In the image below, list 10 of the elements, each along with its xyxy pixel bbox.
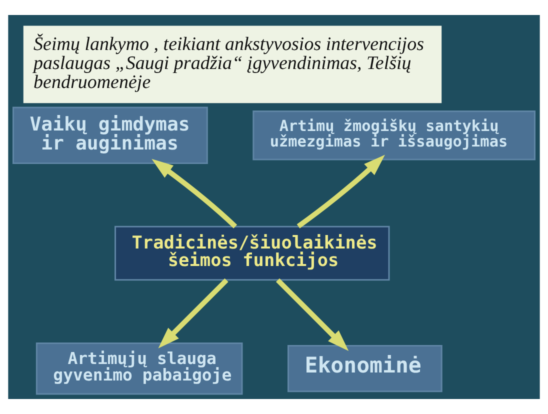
arrow [296,154,385,228]
node-box: Vaikų gimdymas ir auginimas [12,106,208,164]
node-box: Artimų žmogiškų santykių užmezgimas ir išsaugojimas [252,110,536,160]
arrow [158,278,228,348]
node-box: Tradicinės/šiuolaikinės šeimos funkcijos [114,226,390,281]
diagram-title: Šeimų lankymo , teikiant ankstyvosios intervencijos paslaugas „Saugi pradžia“ įgyvendinimas, Telšių bendruomenėje [34,34,424,93]
arrow [276,278,349,352]
arrow [152,158,238,228]
node-box: Ekonominė [288,345,442,392]
node-box: Artimųjų slauga gyvenimo pabaigoje [36,342,243,395]
